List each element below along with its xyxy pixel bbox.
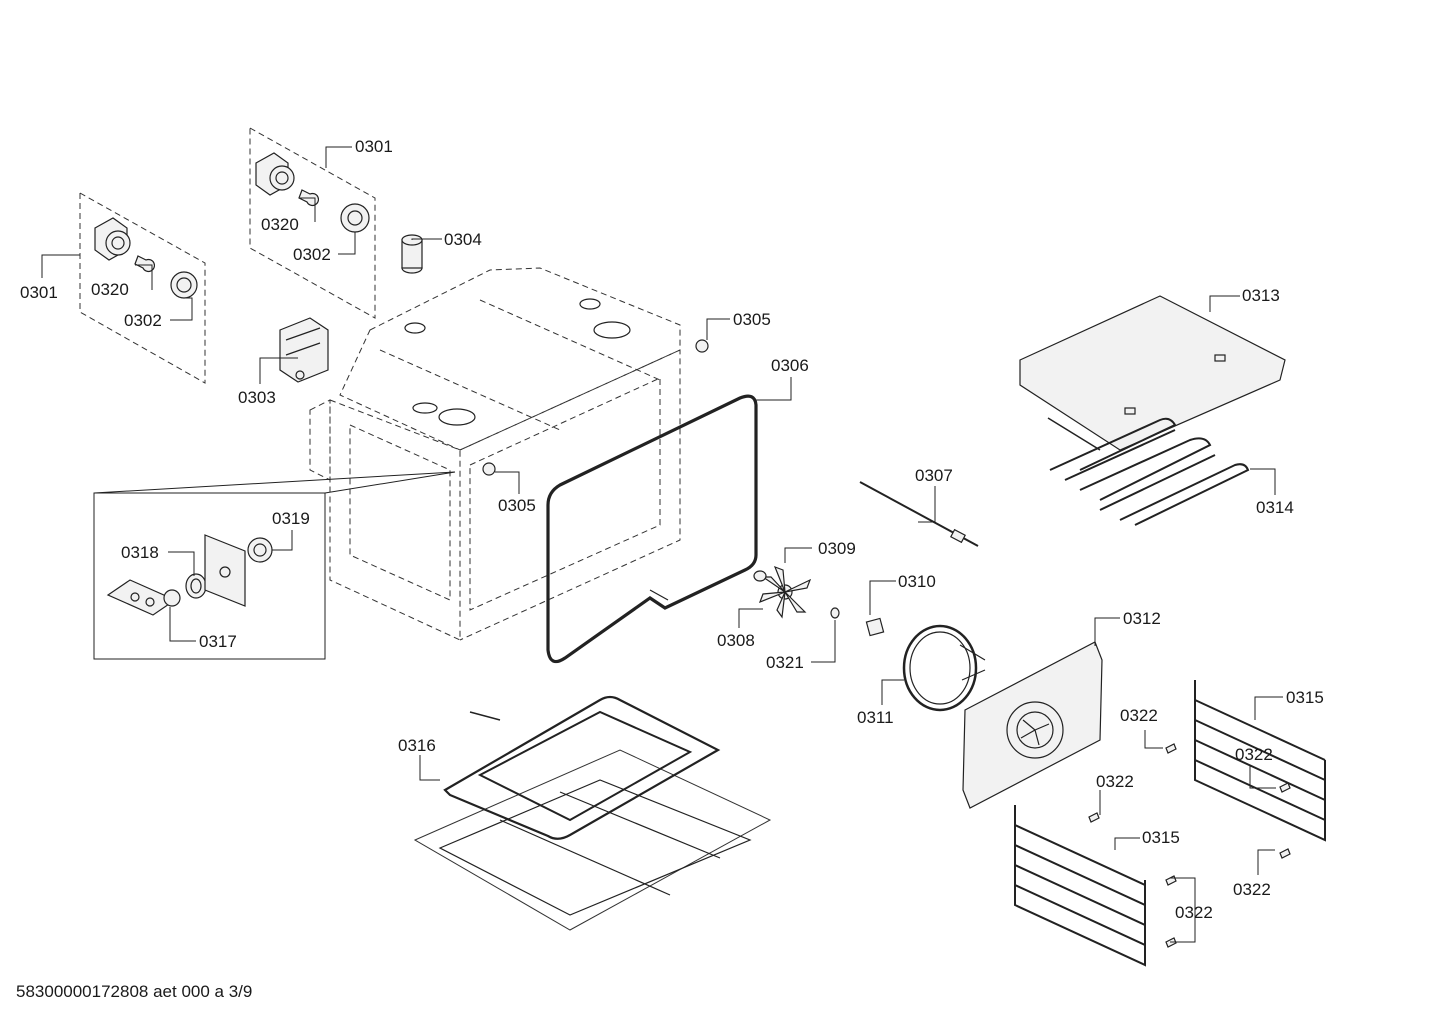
label-0304: 0304 [444,230,482,249]
bottom-heater-floor [413,695,772,931]
label-0309: 0309 [818,539,856,558]
label-0308: 0308 [717,631,755,650]
label-0318: 0318 [121,543,159,562]
part-labels: 0301 0320 0302 0301 0320 0302 0303 0304 … [20,137,1324,922]
lamp-assembly-top [249,127,376,319]
label-0305-top: 0305 [733,310,771,329]
label-0321: 0321 [766,653,804,672]
label-0322-b: 0322 [1235,745,1273,764]
oven-cavity [309,267,681,641]
back-panel [962,641,1103,809]
detail-inset [93,471,456,660]
lamp-assembly-left [79,192,206,384]
label-0322-e: 0322 [1175,903,1213,922]
label-0315-right: 0315 [1286,688,1324,707]
label-0313: 0313 [1242,286,1280,305]
document-code: 58300000172808 aet 000 a 3/9 [16,982,253,1001]
sleeve-part [401,234,423,274]
label-0320-top: 0320 [261,215,299,234]
label-0305-side: 0305 [498,496,536,515]
label-0316: 0316 [398,736,436,755]
label-0322-a: 0322 [1120,706,1158,725]
ring-heating-element [902,624,986,712]
label-0322-c: 0322 [1096,772,1134,791]
label-0302-top: 0302 [293,245,331,264]
label-0303: 0303 [238,388,276,407]
fan-blade [753,565,840,619]
label-0301-top: 0301 [355,137,393,156]
label-0322-d: 0322 [1233,880,1271,899]
screw-0305-side [482,462,496,476]
label-0315-bottom: 0315 [1142,828,1180,847]
temperature-sensor [859,481,979,547]
label-0314: 0314 [1256,498,1294,517]
label-0310: 0310 [898,572,936,591]
top-heater-cover [1019,295,1286,451]
label-0311: 0311 [857,708,894,727]
label-0312: 0312 [1123,609,1161,628]
label-0307: 0307 [915,466,953,485]
motor-part [279,317,329,383]
screws-0322 [1088,743,1291,948]
label-0317: 0317 [199,632,237,651]
side-rack-right [1194,680,1326,842]
label-0320-left: 0320 [91,280,129,299]
label-0302-left: 0302 [124,311,162,330]
screw-0305-top [695,339,709,353]
nut-part [865,617,885,637]
label-0306: 0306 [771,356,809,375]
label-0301-left: 0301 [20,283,58,302]
label-0319: 0319 [272,509,310,528]
top-heating-element [1047,417,1250,526]
leader-lines [41,146,1283,943]
door-seal [546,394,758,664]
side-rack-bottom [1014,805,1146,967]
